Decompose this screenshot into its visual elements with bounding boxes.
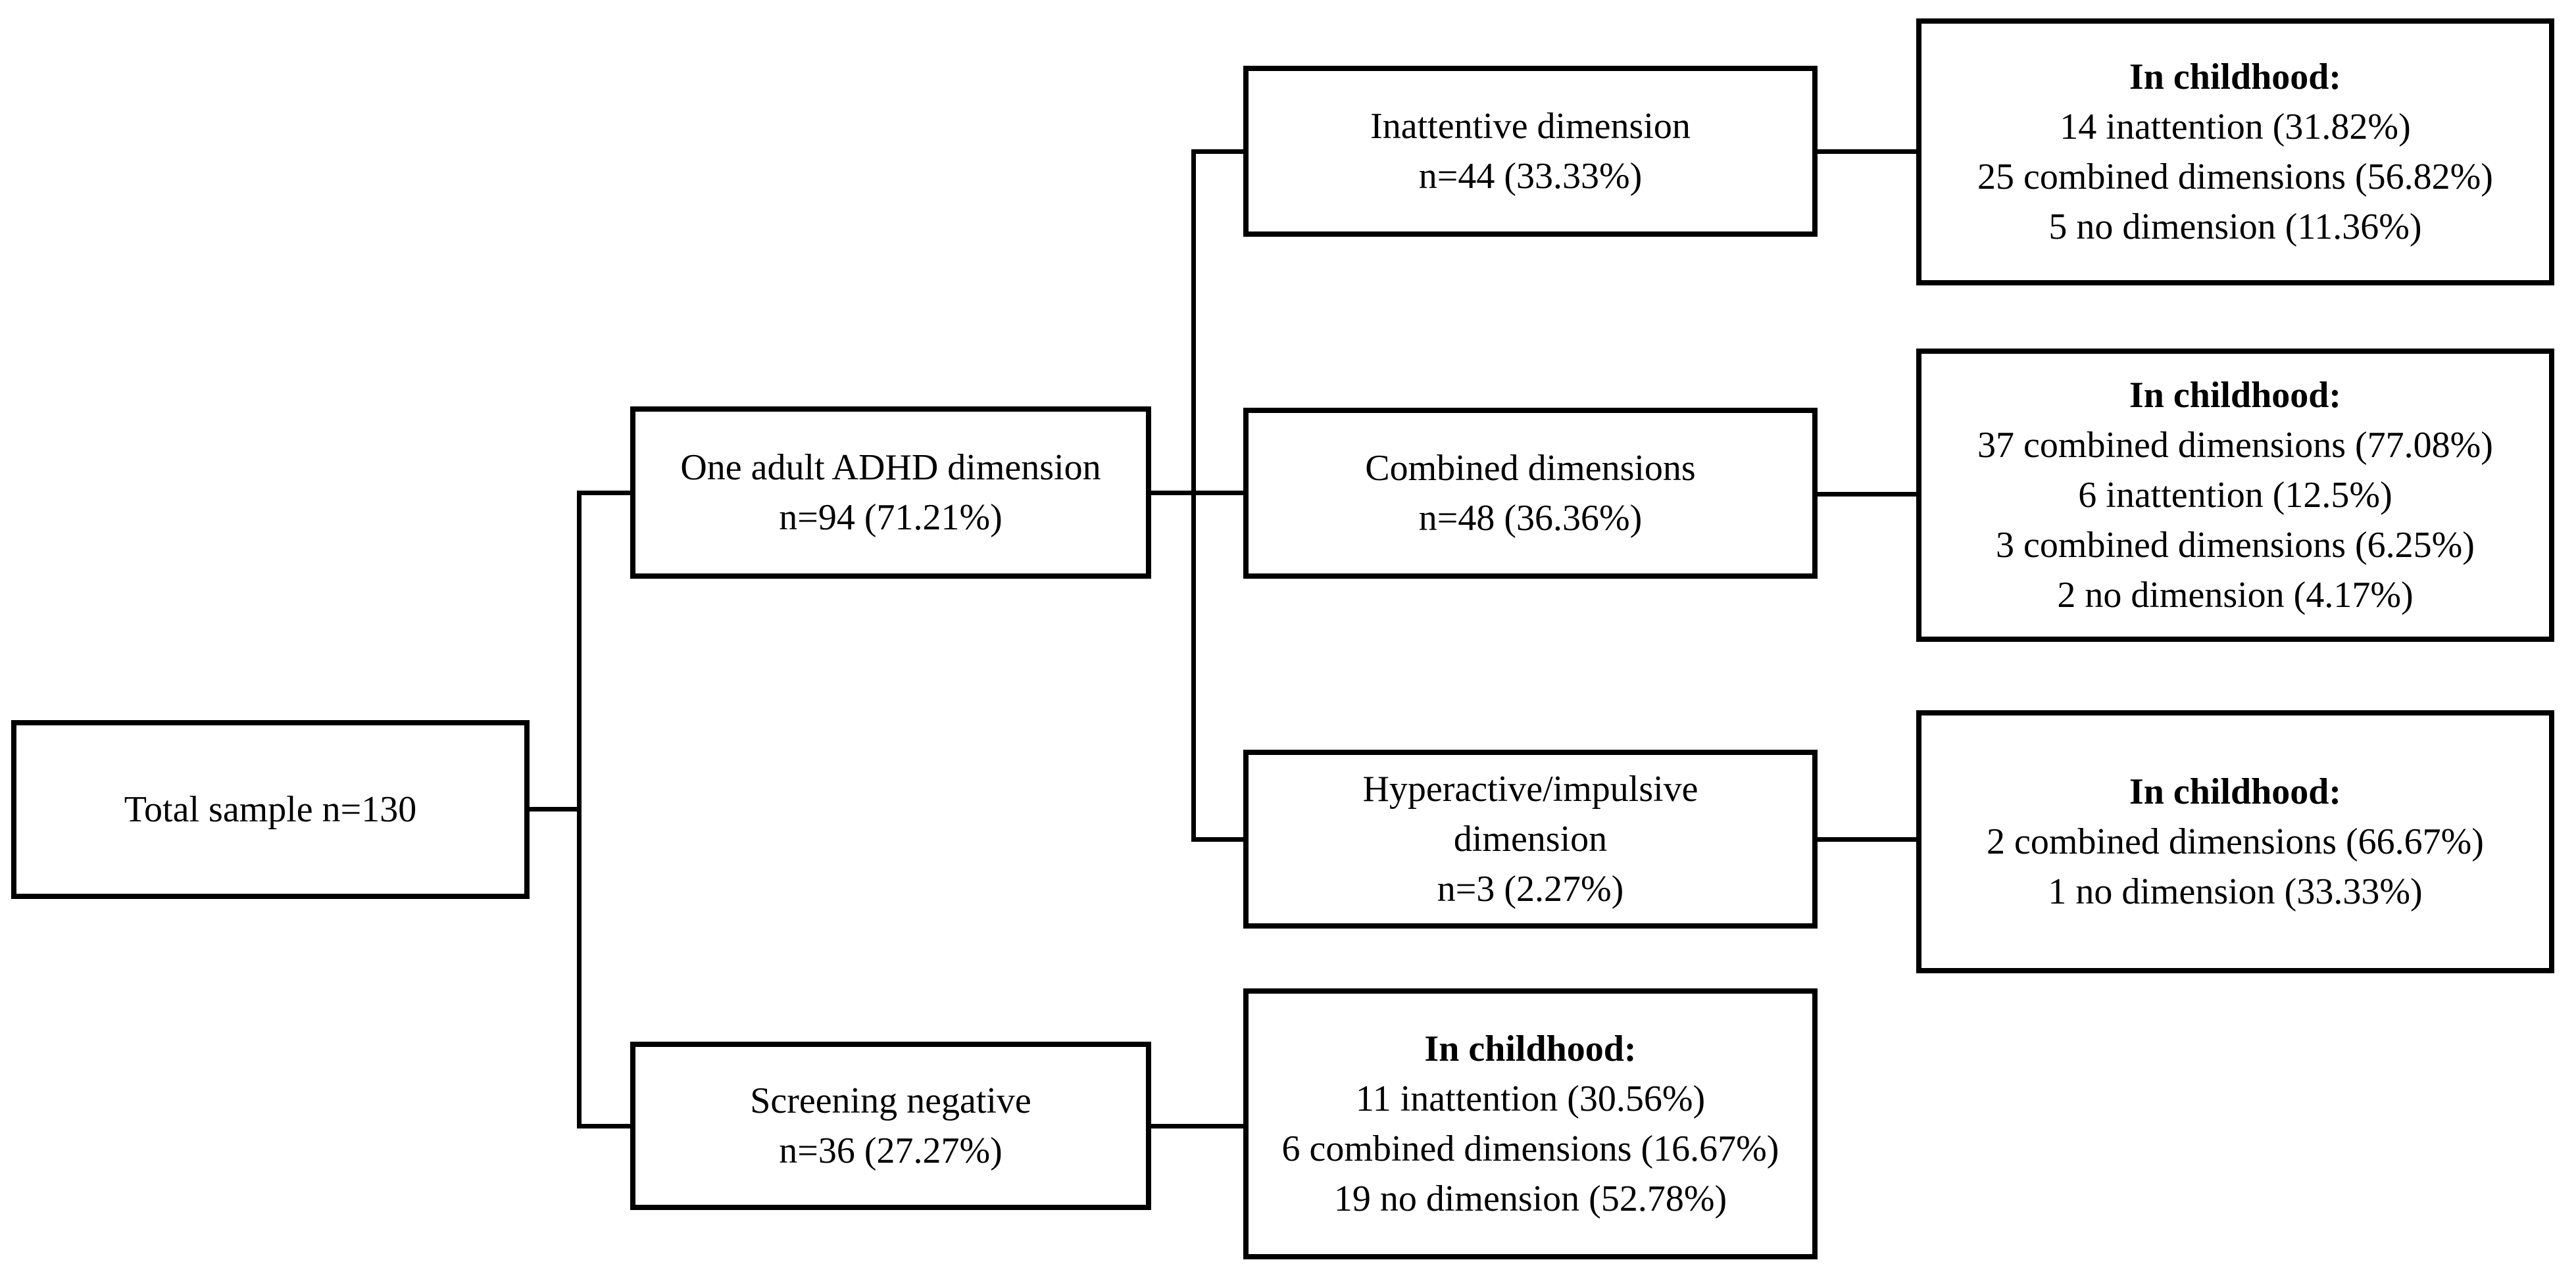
node-childhood-of-inattentive: In childhood: 14 inattention (31.82%) 25… [1916,18,2554,285]
childhood-heading: In childhood: [2129,374,2342,416]
node-stat: n=36 (27.27%) [779,1130,1003,1171]
connector-branch2-to-inattentive [1193,149,1243,154]
childhood-item: 19 no dimension (52.78%) [1333,1178,1727,1220]
childhood-heading: In childhood: [2129,771,2342,812]
connector-branch2-to-hyperactive [1193,837,1243,842]
childhood-item: 1 no dimension (33.33%) [2048,871,2423,913]
connector-branch1-vertical [577,491,582,1128]
connector-branch2-to-combined [1193,491,1243,495]
node-childhood-of-hyperactive: In childhood: 2 combined dimensions (66.… [1916,710,2554,973]
connector-total-to-branch [530,807,579,812]
node-title: One adult ADHD dimension [680,447,1101,488]
childhood-heading: In childhood: [1424,1028,1637,1069]
node-title: Inattentive dimension [1370,105,1691,147]
node-childhood-of-combined: In childhood: 37 combined dimensions (77… [1916,349,2554,642]
node-stat: n=48 (36.36%) [1418,498,1643,539]
connector-inattentive-to-childhood [1818,149,1916,154]
connector-branch2-vertical [1191,149,1196,842]
node-inattentive-dimension: Inattentive dimension n=44 (33.33%) [1243,66,1818,237]
node-stat: n=3 (2.27%) [1437,869,1624,910]
childhood-item: 6 inattention (12.5%) [2078,474,2392,516]
node-hyperactive-impulsive-dimension: Hyperactive/impulsive dimension n=3 (2.2… [1243,750,1818,929]
connector-combined-to-childhood [1818,492,1916,497]
connector-hyperactive-to-childhood [1818,837,1916,842]
connector-branch1-to-adult [579,491,630,495]
node-title: Combined dimensions [1365,447,1696,489]
node-stat: n=44 (33.33%) [1418,156,1643,197]
connector-adult-to-branch2 [1151,491,1196,495]
node-screening-negative: Screening negative n=36 (27.27%) [630,1042,1151,1210]
childhood-item: 2 combined dimensions (66.67%) [1987,821,2484,862]
node-title-line2: dimension [1453,818,1608,860]
node-title: Screening negative [750,1080,1031,1121]
node-stat: n=94 (71.21%) [779,497,1003,538]
node-title-line1: Hyperactive/impulsive [1362,768,1698,810]
childhood-item: 37 combined dimensions (77.08%) [1977,424,2493,466]
childhood-heading: In childhood: [2129,56,2342,97]
childhood-item: 5 no dimension (11.36%) [2048,206,2422,248]
connector-negative-to-childhood [1151,1124,1243,1128]
childhood-item: 11 inattention (30.56%) [1355,1078,1706,1119]
childhood-item: 6 combined dimensions (16.67%) [1281,1128,1779,1169]
node-combined-dimensions: Combined dimensions n=48 (36.36%) [1243,408,1818,579]
node-one-adult-dimension: One adult ADHD dimension n=94 (71.21%) [630,406,1151,579]
connector-branch1-to-negative [579,1124,630,1128]
childhood-item: 25 combined dimensions (56.82%) [1977,157,2493,197]
childhood-item: 14 inattention (31.82%) [2060,106,2411,147]
childhood-item: 2 no dimension (4.17%) [2057,575,2414,616]
node-total-sample: Total sample n=130 [11,720,530,899]
node-label: Total sample n=130 [124,788,417,830]
node-childhood-of-screening-negative: In childhood: 11 inattention (30.56%) 6 … [1243,988,1818,1259]
childhood-item: 3 combined dimensions (6.25%) [1996,525,2475,566]
